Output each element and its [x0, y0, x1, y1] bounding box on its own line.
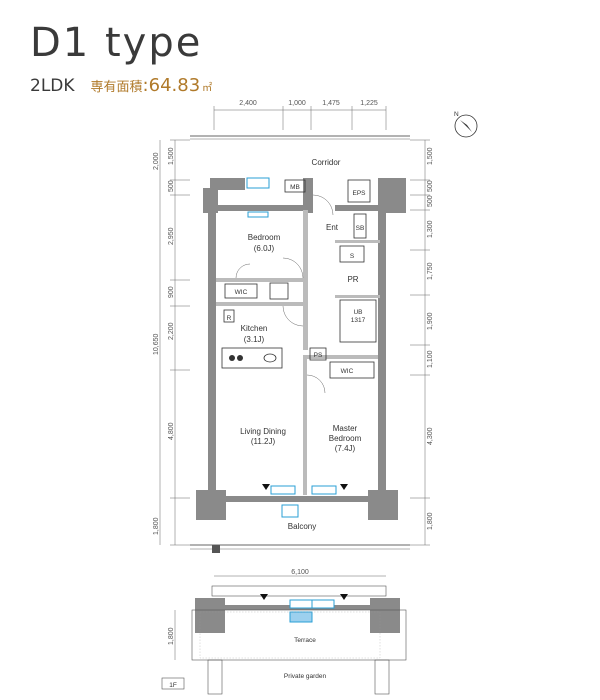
s-label: S [350, 253, 355, 260]
compass-label: N [454, 111, 459, 118]
doors [235, 194, 334, 394]
left-dimensions: 2,000 1,500 500 2,950 900 2,200 10,650 4… [153, 139, 190, 546]
master-size: (7.4J) [335, 444, 356, 453]
area-label: 専有面積 [90, 80, 143, 95]
living-label: Living Dining [240, 427, 286, 436]
windows [246, 177, 337, 518]
dim-left-2: 1,500 [168, 147, 175, 165]
dim-right-7: 1,100 [427, 350, 434, 368]
master-label: Master [333, 424, 358, 433]
mb-label: MB [290, 184, 300, 191]
dim-bottom: 6,100 [291, 569, 309, 576]
corridor-label: Corridor [312, 158, 341, 167]
dim-top-2: 1,000 [288, 100, 306, 107]
ps-label: PS [314, 352, 323, 359]
interior-walls [216, 210, 380, 495]
dim-right-6: 1,900 [427, 312, 434, 330]
dim-right-1: 1,500 [427, 147, 434, 165]
dim-right-4: 1,300 [427, 220, 434, 238]
r-label: R [227, 315, 232, 322]
top-dimensions: 2,400 1,000 1,475 1,225 [190, 100, 410, 140]
right-dimensions: 1,500 500 500 1,300 1,750 1,900 1,100 4,… [410, 139, 434, 546]
dim-right-9: 1,800 [427, 512, 434, 530]
dim-right-3: 500 [427, 195, 434, 207]
balcony-label: Balcony [288, 522, 316, 531]
ub-size: 1317 [351, 317, 366, 324]
bedroom-size: (6.0J) [254, 244, 275, 253]
ent-label: Ent [326, 223, 339, 232]
ub-label: UB [353, 309, 362, 316]
wic-label-1: WIC [235, 289, 248, 296]
lower-plan: Terrace Private garden 1,800 1F [161, 585, 407, 695]
dim-lower-left: 1,800 [168, 627, 175, 645]
utility-rooms: MB EPS SB Ent S PR UB 1317 WIC R PS WIC [221, 179, 377, 379]
dim-left-5: 900 [168, 286, 175, 298]
garden-label: Private garden [284, 673, 327, 680]
dim-top-4: 1,225 [360, 100, 378, 107]
dim-right-2: 500 [427, 180, 434, 192]
area-unit: ㎡ [202, 83, 213, 94]
dim-left-6: 2,200 [168, 322, 175, 340]
dim-right-8: 4,300 [427, 427, 434, 445]
wic-label-2: WIC [341, 368, 354, 375]
kitchen-size: (3.1J) [244, 335, 265, 344]
terrace-label: Terrace [294, 637, 316, 644]
dim-right-5: 1,750 [427, 262, 434, 280]
eps-label: EPS [352, 190, 366, 197]
dim-top-1: 2,400 [239, 100, 257, 107]
sb-label: SB [356, 225, 365, 232]
dim-left-8: 4,800 [168, 422, 175, 440]
dim-left-9: 1,800 [153, 517, 160, 535]
area-value: :64.83 [142, 75, 201, 96]
dim-left-7: 10,650 [153, 333, 160, 355]
living-size: (11.2J) [251, 437, 276, 446]
pr-label: PR [347, 275, 358, 284]
dim-top-3: 1,475 [322, 100, 340, 107]
floor-tag: 1F [169, 682, 177, 689]
dim-left-3: 500 [168, 180, 175, 192]
bedroom-label: Bedroom [248, 233, 281, 242]
layout-label: 2LDK [30, 76, 75, 96]
type-title: D1 type [30, 20, 203, 66]
north-arrow-icon: N [454, 111, 478, 138]
dim-left-1: 2,000 [153, 152, 160, 170]
master-label-2: Bedroom [329, 434, 362, 443]
kitchen-label: Kitchen [241, 324, 268, 333]
outer-walls [196, 178, 406, 520]
dim-left-4: 2,950 [168, 227, 175, 245]
